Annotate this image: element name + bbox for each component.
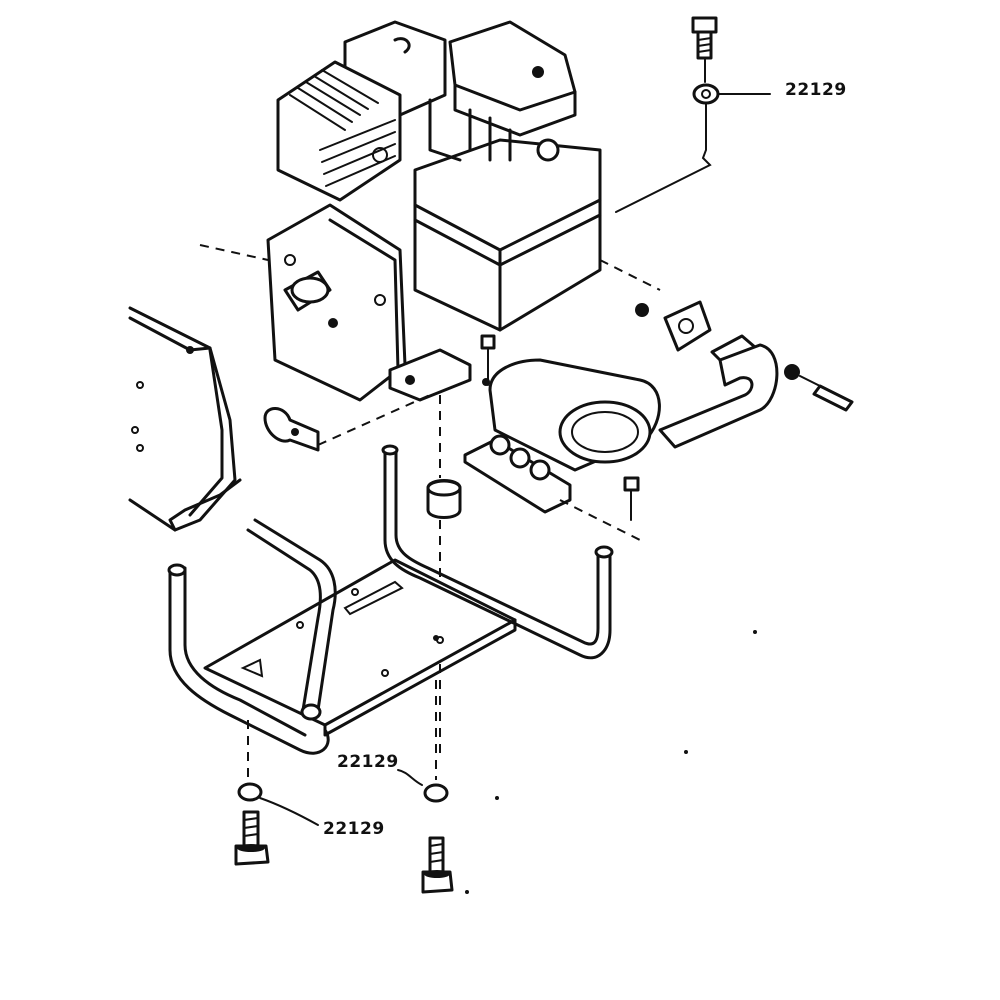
muffler-assembly xyxy=(463,300,854,541)
part-callout-bottom-middle: 22129 xyxy=(337,752,399,772)
tube-frame xyxy=(167,444,614,755)
fuel-fitting xyxy=(263,394,431,452)
engine xyxy=(199,20,661,402)
top-bolt xyxy=(691,16,718,83)
part-callout-top-right: 22129 xyxy=(785,80,847,100)
top-lock-washer xyxy=(615,83,771,213)
bottom-left-fastener xyxy=(234,720,319,866)
part-callout-bottom-left: 22129 xyxy=(323,819,385,839)
bottom-middle-fastener xyxy=(397,635,454,894)
left-shroud xyxy=(128,306,242,532)
